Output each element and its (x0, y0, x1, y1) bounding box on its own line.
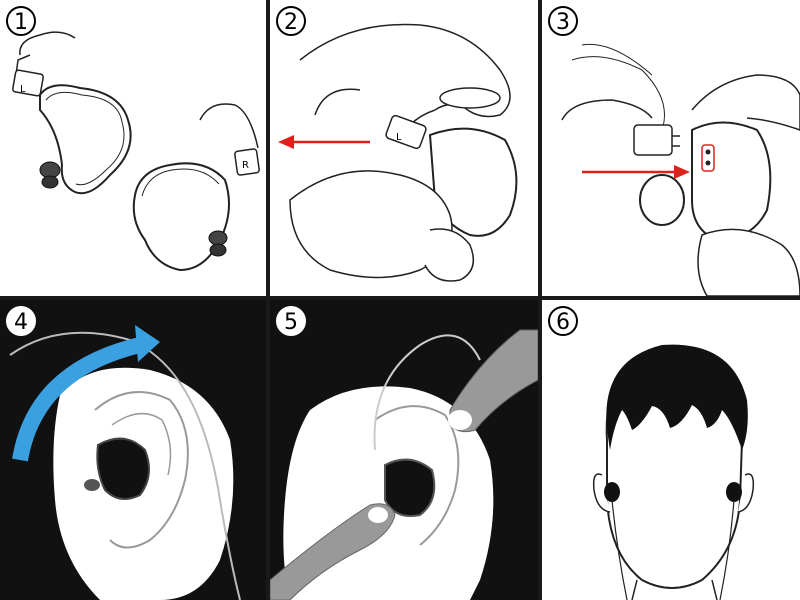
step-number: 1 (6, 6, 36, 36)
step-6-panel: 6 (542, 300, 800, 600)
right-label: R (242, 160, 249, 171)
step-number: 4 (6, 306, 36, 336)
wrap-arrow (12, 337, 142, 462)
attach-cable-illustration (561, 43, 800, 296)
wrap-over-ear-illustration (0, 300, 266, 600)
step-number: 2 (276, 6, 306, 36)
step-number: 6 (548, 306, 578, 336)
left-label: L (396, 132, 402, 143)
step-5-panel: 5 (270, 300, 538, 600)
step-1-panel: L R 1 (0, 0, 266, 296)
detach-cable-illustration: L (278, 23, 518, 282)
step-2-panel: L 2 (270, 0, 538, 296)
step-number: 3 (548, 6, 578, 36)
step-4-panel: 4 (0, 300, 266, 600)
earphones-pair-illustration: L R (12, 31, 260, 272)
step-number: 5 (276, 306, 306, 336)
press-into-ear-illustration (270, 300, 538, 600)
step-3-panel: 3 (542, 0, 800, 296)
left-label: L (20, 84, 26, 95)
wearing-result-illustration (592, 344, 755, 600)
